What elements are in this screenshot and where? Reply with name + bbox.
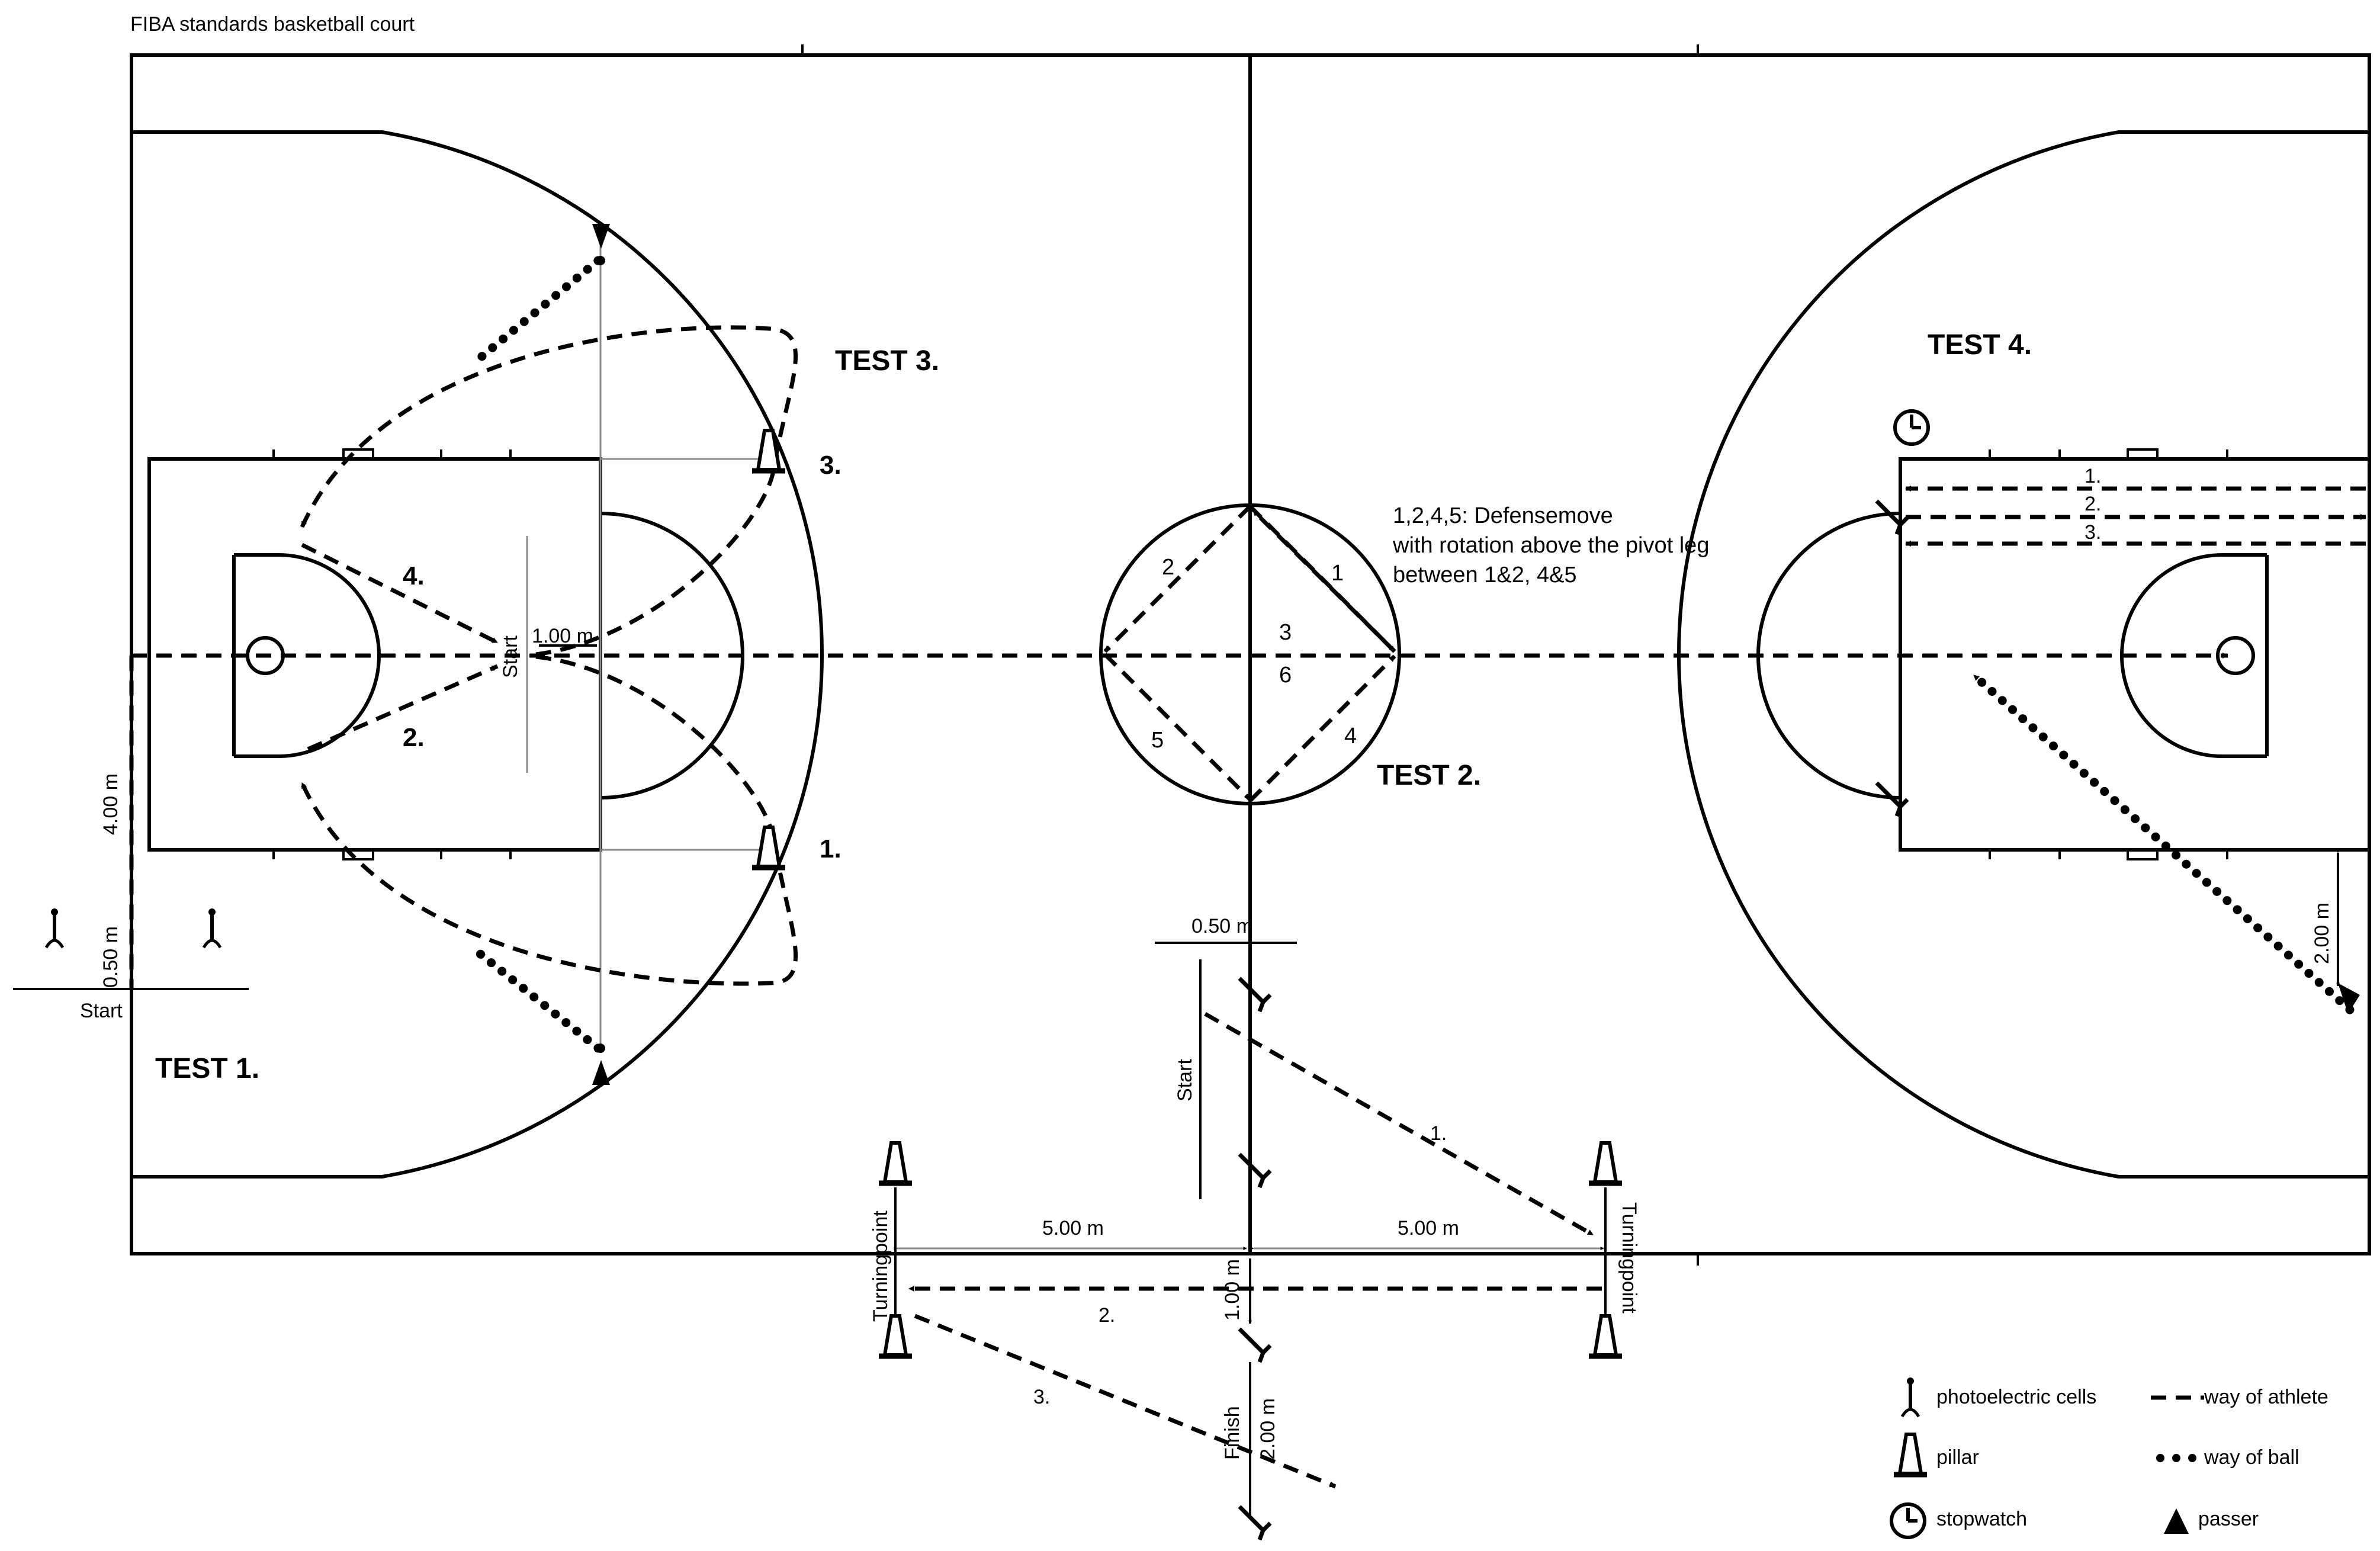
legend-ball: way of ball bbox=[2204, 1446, 2299, 1469]
photoelectric-cell-icon bbox=[1877, 501, 1907, 534]
test2-note-line3: between 1&2, 4&5 bbox=[1393, 563, 1577, 587]
photoelectric-cell-icon bbox=[1239, 1507, 1270, 1540]
photoelectric-cell-icon bbox=[1902, 1377, 1919, 1417]
test2-route-5: 5 bbox=[1151, 728, 1164, 753]
passer-icon bbox=[592, 1060, 610, 1085]
passer-icon bbox=[2164, 1508, 2189, 1534]
route-2-label: 2. bbox=[403, 723, 425, 752]
dimension-1m-key: 1.00 m bbox=[532, 625, 593, 647]
passer-icon bbox=[592, 224, 610, 249]
pillar-icon bbox=[1894, 1434, 1927, 1475]
dimension-0-5m-mid: 0.50 m bbox=[1191, 915, 1253, 937]
test1-run bbox=[129, 653, 2228, 989]
photoelectric-cell-icon bbox=[1239, 978, 1270, 1011]
test4-routes bbox=[1905, 486, 2366, 1014]
test2-route-4: 4 bbox=[1344, 724, 1357, 749]
test2-note-line2: with rotation above the pivot leg bbox=[1392, 533, 1709, 558]
test2-route-1: 1 bbox=[1331, 561, 1344, 586]
test1-title: TEST 1. bbox=[155, 1053, 259, 1084]
test4-route-2: 2. bbox=[2084, 493, 2101, 515]
photoelectric-cell-icon bbox=[46, 908, 63, 948]
dimension-4m: 4.00 m bbox=[99, 773, 122, 835]
shuttle-route-1: 1. bbox=[1430, 1122, 1447, 1145]
legend-photo-cells: photoelectric cells bbox=[1936, 1386, 2096, 1408]
test2-route-2: 2 bbox=[1162, 555, 1174, 580]
start-label-key: Start bbox=[499, 635, 522, 678]
test2-routes bbox=[1103, 505, 1396, 802]
pillar-icon bbox=[1589, 1143, 1622, 1183]
dimension-0-5m-left: 0.50 m bbox=[99, 926, 122, 988]
route-3-label: 3. bbox=[820, 451, 841, 480]
turningpoint-right: Turningpoint bbox=[1618, 1202, 1640, 1314]
legend-pillar: pillar bbox=[1936, 1446, 1979, 1469]
turningpoint-left: Turningpoint bbox=[869, 1210, 892, 1322]
finish-label: Finish bbox=[1221, 1406, 1244, 1460]
test3-title: TEST 3. bbox=[835, 345, 939, 377]
pillar-icon bbox=[1589, 1316, 1622, 1356]
dot-sample bbox=[2156, 1454, 2196, 1462]
test2-route-3: 3 bbox=[1279, 620, 1292, 645]
test2-route-6: 6 bbox=[1279, 663, 1292, 688]
shuttle-route-2: 2. bbox=[1099, 1304, 1115, 1327]
dimension-1m-mid: 1.00 m bbox=[1221, 1259, 1244, 1321]
pillar-icon bbox=[879, 1143, 912, 1183]
test3-guides bbox=[526, 234, 769, 1048]
shuttle-guides bbox=[894, 942, 1607, 1321]
dimension-2m-right: 2.00 m bbox=[2311, 903, 2333, 964]
start-label-mid: Start bbox=[1174, 1059, 1196, 1102]
test3-routes bbox=[300, 256, 798, 1053]
test2-title: TEST 2. bbox=[1377, 760, 1481, 791]
dimension-5m-right: 5.00 m bbox=[1398, 1217, 1459, 1239]
passer-icon bbox=[2338, 983, 2360, 1014]
test2-note-line1: 1,2,4,5: Defensemove bbox=[1393, 503, 1613, 528]
legend: photoelectric cells way of athlete pilla… bbox=[1890, 1377, 2328, 1539]
photoelectric-cell-icon bbox=[204, 908, 220, 948]
start-label-left: Start bbox=[80, 1000, 123, 1022]
test1-start-area bbox=[13, 660, 249, 990]
shuttle-routes bbox=[908, 1011, 1602, 1519]
pillar-icon bbox=[752, 827, 785, 868]
shuttle-route-3: 3. bbox=[1033, 1386, 1050, 1408]
photoelectric-cell-icon bbox=[1239, 1154, 1270, 1187]
legend-passer: passer bbox=[2198, 1508, 2259, 1530]
test4-title: TEST 4. bbox=[1928, 329, 2032, 361]
photoelectric-cell-icon bbox=[1877, 783, 1907, 816]
route-1-label: 1. bbox=[820, 834, 841, 863]
legend-athlete: way of athlete bbox=[2204, 1386, 2328, 1408]
dimension-5m-left: 5.00 m bbox=[1042, 1217, 1104, 1239]
test4-route-3: 3. bbox=[2084, 521, 2101, 544]
test4-route-1: 1. bbox=[2084, 465, 2101, 487]
stopwatch-icon bbox=[1890, 1502, 1926, 1539]
passer-marks bbox=[592, 224, 610, 1085]
photoelectric-cell-icon bbox=[1239, 1329, 1270, 1362]
stopwatch-icon bbox=[1893, 409, 1930, 446]
dimension-2m-finish: 2.00 m bbox=[1257, 1398, 1279, 1460]
route-4-label: 4. bbox=[403, 561, 425, 590]
legend-stopwatch: stopwatch bbox=[1936, 1508, 2027, 1530]
diagram-title: FIBA standards basketball court bbox=[130, 13, 415, 36]
